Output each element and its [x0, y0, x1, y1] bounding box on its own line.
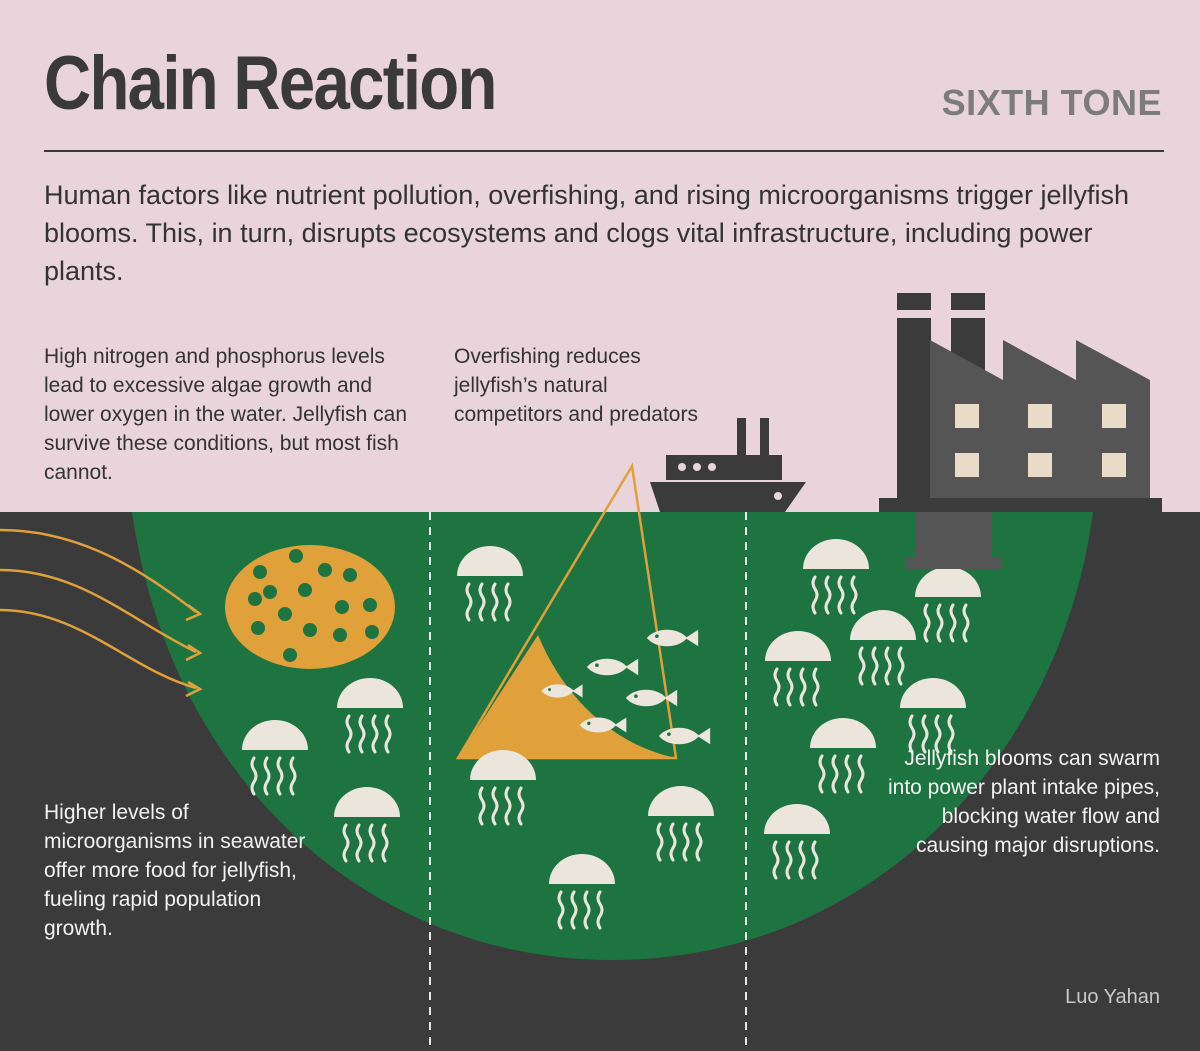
ship-icon: [650, 418, 806, 512]
brand-logo: SIXTH TONE: [941, 82, 1162, 123]
note-overfishing: Overfishing reduces jellyfish’s natural …: [454, 345, 698, 426]
factory-icon: [879, 293, 1162, 569]
algae-icon: [225, 545, 395, 669]
author-credit: Luo Yahan: [1065, 986, 1160, 1008]
note-nutrients: High nitrogen and phosphorus levels lead…: [44, 345, 408, 484]
intro-text: Human factors like nutrient pollution, o…: [44, 180, 1129, 286]
page-title: Chain Reaction: [44, 41, 497, 126]
note-microorganisms: Higher levels of microorganisms in seawa…: [44, 801, 306, 940]
note-power-plants: Jellyfish blooms can swarm into power pl…: [887, 747, 1160, 857]
title-divider: [44, 150, 1164, 152]
fishing-net-icon: [455, 462, 678, 760]
nutrient-arrow-icon: [0, 528, 203, 698]
